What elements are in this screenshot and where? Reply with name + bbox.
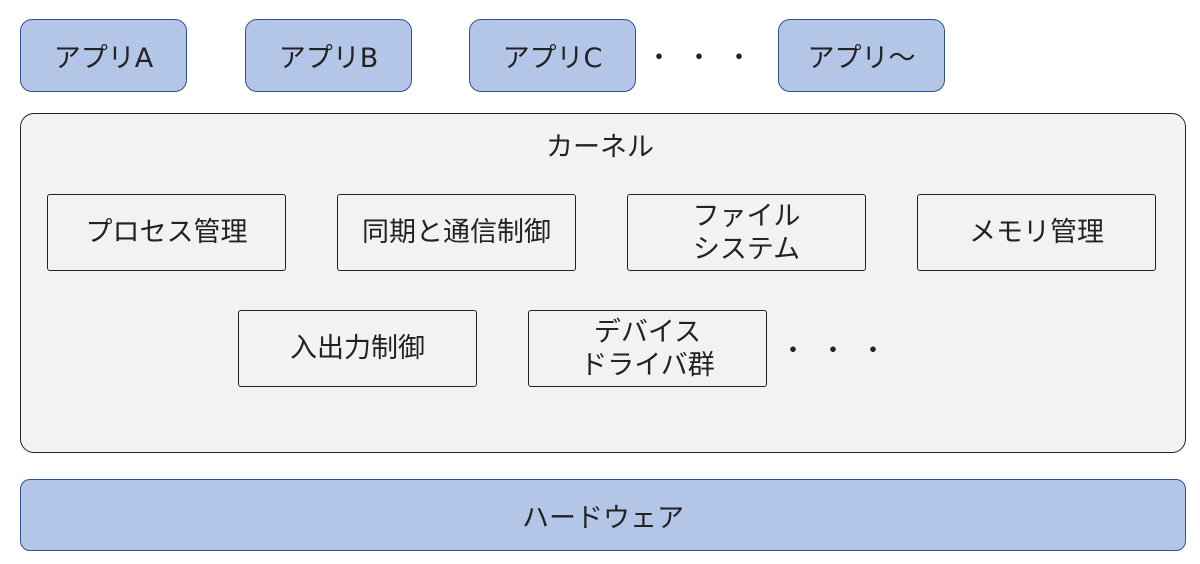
process-management-box: プロセス管理 (47, 194, 286, 271)
kernel-title: カーネル (546, 132, 654, 163)
file-system-box: ファイル システム (627, 194, 866, 271)
app-a-box: アプリA (20, 19, 187, 92)
io-control-box: 入出力制御 (238, 310, 477, 387)
app-other-box: アプリ〜 (778, 19, 945, 92)
hardware-box: ハードウェア (20, 479, 1186, 551)
apps-ellipsis: ・・・ (646, 43, 767, 73)
kernel-modules-ellipsis: ・・・ (780, 336, 901, 366)
app-c-box: アプリC (469, 19, 636, 92)
app-b-box: アプリB (245, 19, 412, 92)
kernel-container (20, 113, 1186, 453)
sync-communication-box: 同期と通信制御 (337, 194, 576, 271)
memory-management-box: メモリ管理 (917, 194, 1156, 271)
device-drivers-box: デバイス ドライバ群 (528, 310, 767, 387)
